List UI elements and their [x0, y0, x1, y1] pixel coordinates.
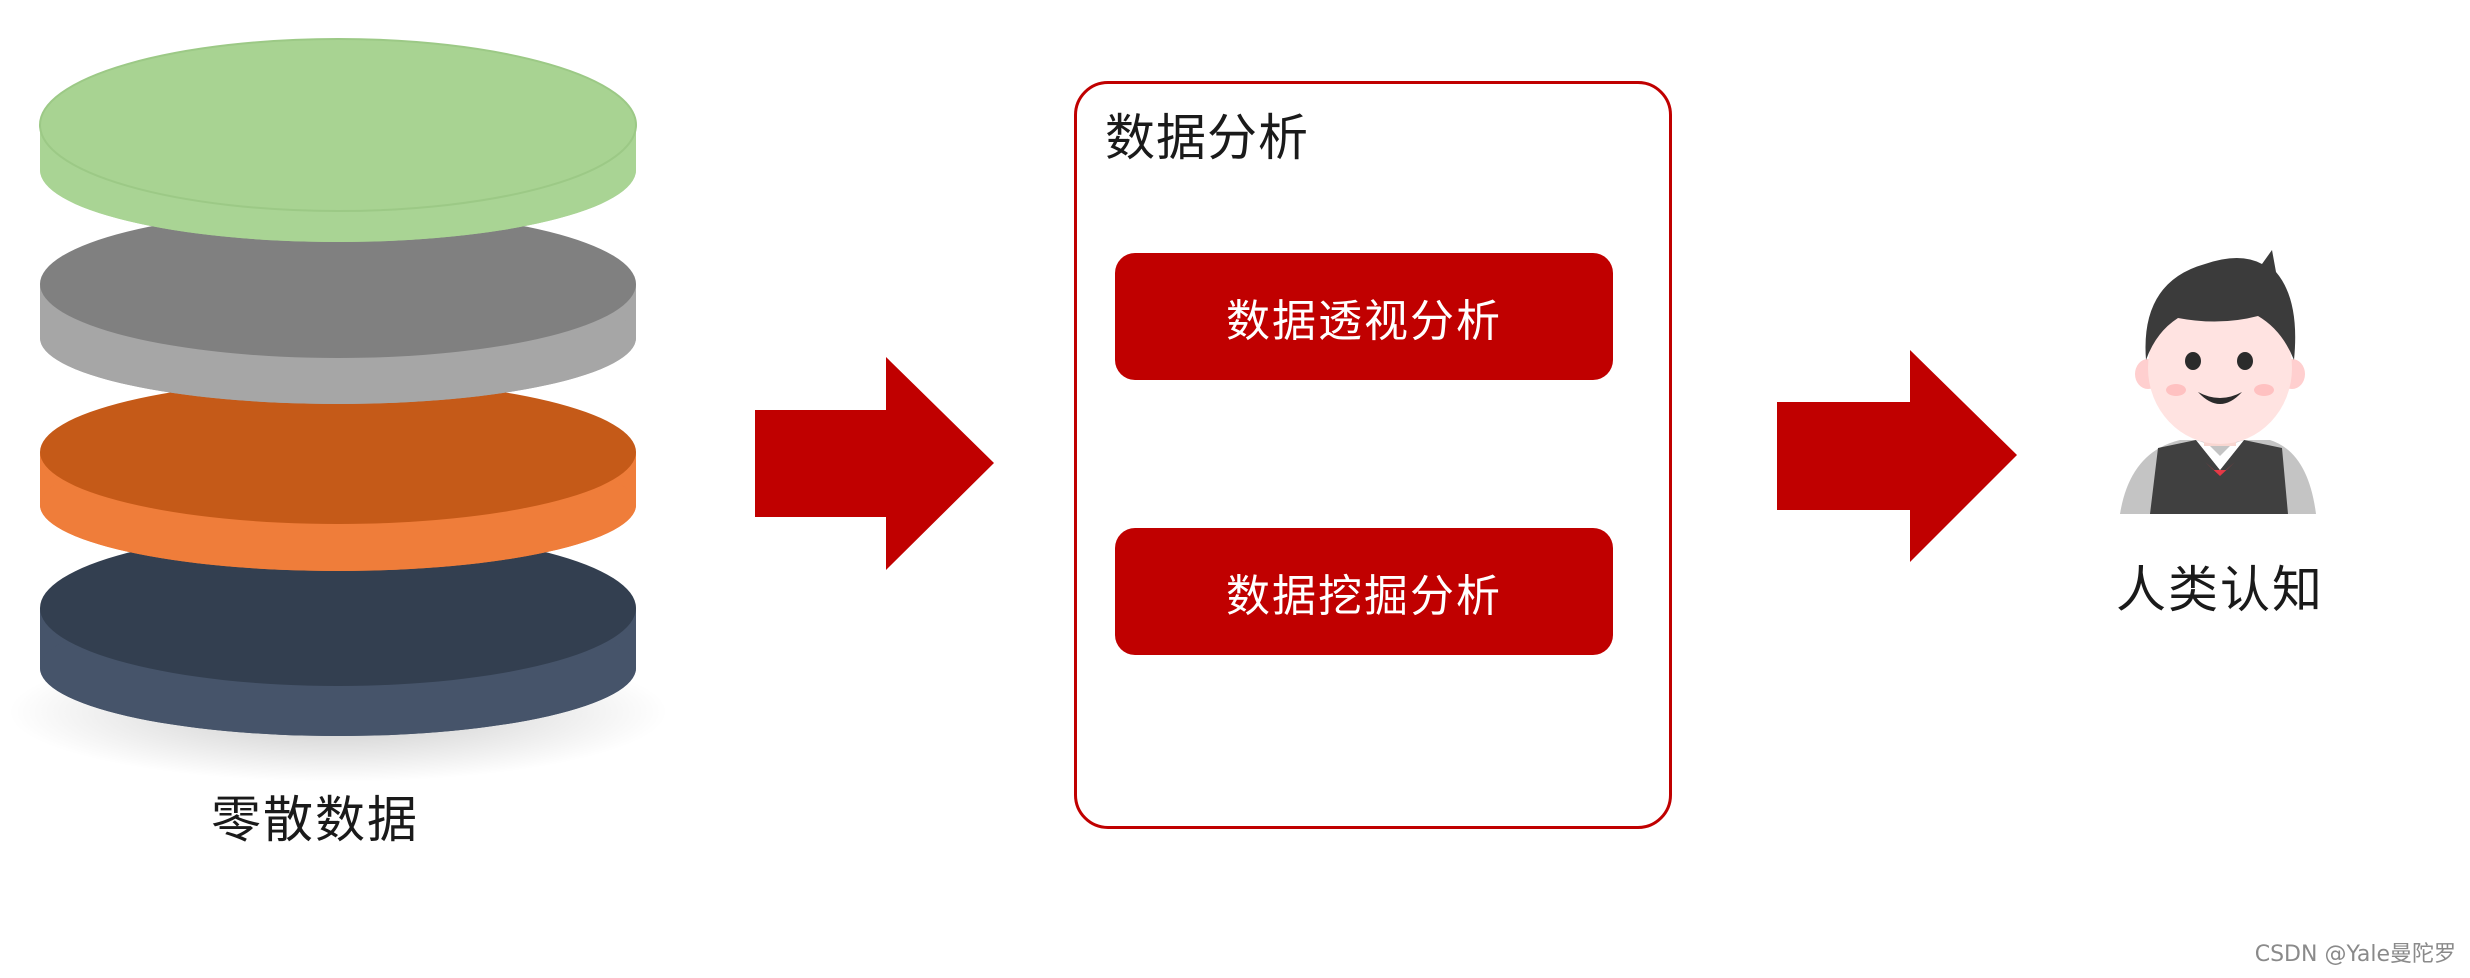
data-analysis-title: 数据分析 [1105, 109, 1309, 167]
pivot-analysis-button[interactable]: 数据透视分析 [1115, 253, 1613, 380]
scattered-data-label: 零散数据 [211, 791, 419, 849]
human-cognition-label: 人类认知 [2116, 561, 2324, 619]
data-analysis-panel: 数据分析 数据透视分析 数据挖掘分析 [1074, 81, 1672, 829]
data-mining-button[interactable]: 数据挖掘分析 [1115, 528, 1613, 655]
arrow-right-icon [755, 357, 994, 570]
person-icon [2120, 250, 2316, 514]
arrow-right-icon [1777, 350, 2017, 562]
watermark: CSDN @Yale曼陀罗 [2254, 942, 2456, 967]
disc-orange [40, 380, 636, 571]
disc-gray [40, 210, 636, 404]
disc-green [39, 38, 637, 242]
disc-navy [40, 530, 636, 736]
